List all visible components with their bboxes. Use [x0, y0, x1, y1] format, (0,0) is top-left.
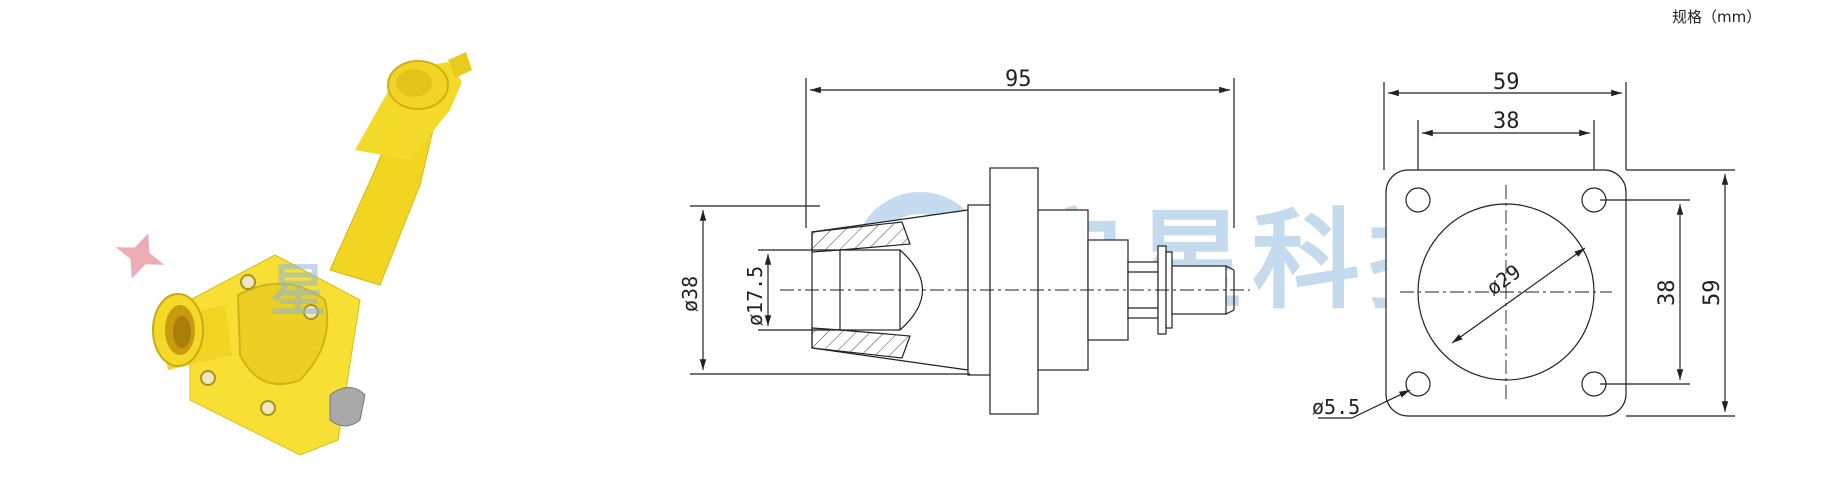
photo-watermark-fragment: 星	[270, 259, 326, 324]
star-logo-icon	[115, 233, 165, 279]
dim-hole-spacing-height-label: 38	[1655, 280, 1680, 307]
socket-tube	[152, 293, 232, 370]
dim-outer-height-label: 59	[1700, 280, 1725, 307]
dim-outer-width-label: 59	[1493, 70, 1520, 95]
dim-bore-dia-label: ø17.5	[743, 266, 767, 326]
dim-length-label: 95	[1005, 67, 1032, 92]
dust-cap	[387, 52, 472, 110]
product-photo: 星	[115, 52, 472, 456]
dim-hole-spacing-width-label: 38	[1493, 109, 1520, 134]
spec-unit-label: 规格（mm）	[1672, 8, 1762, 26]
dim-flange-dia-label: ø38	[678, 276, 702, 312]
front-view-drawing	[1318, 82, 1735, 419]
dim-hole-dia-label: ø5.5	[1312, 395, 1360, 419]
side-view-drawing	[690, 78, 1250, 415]
